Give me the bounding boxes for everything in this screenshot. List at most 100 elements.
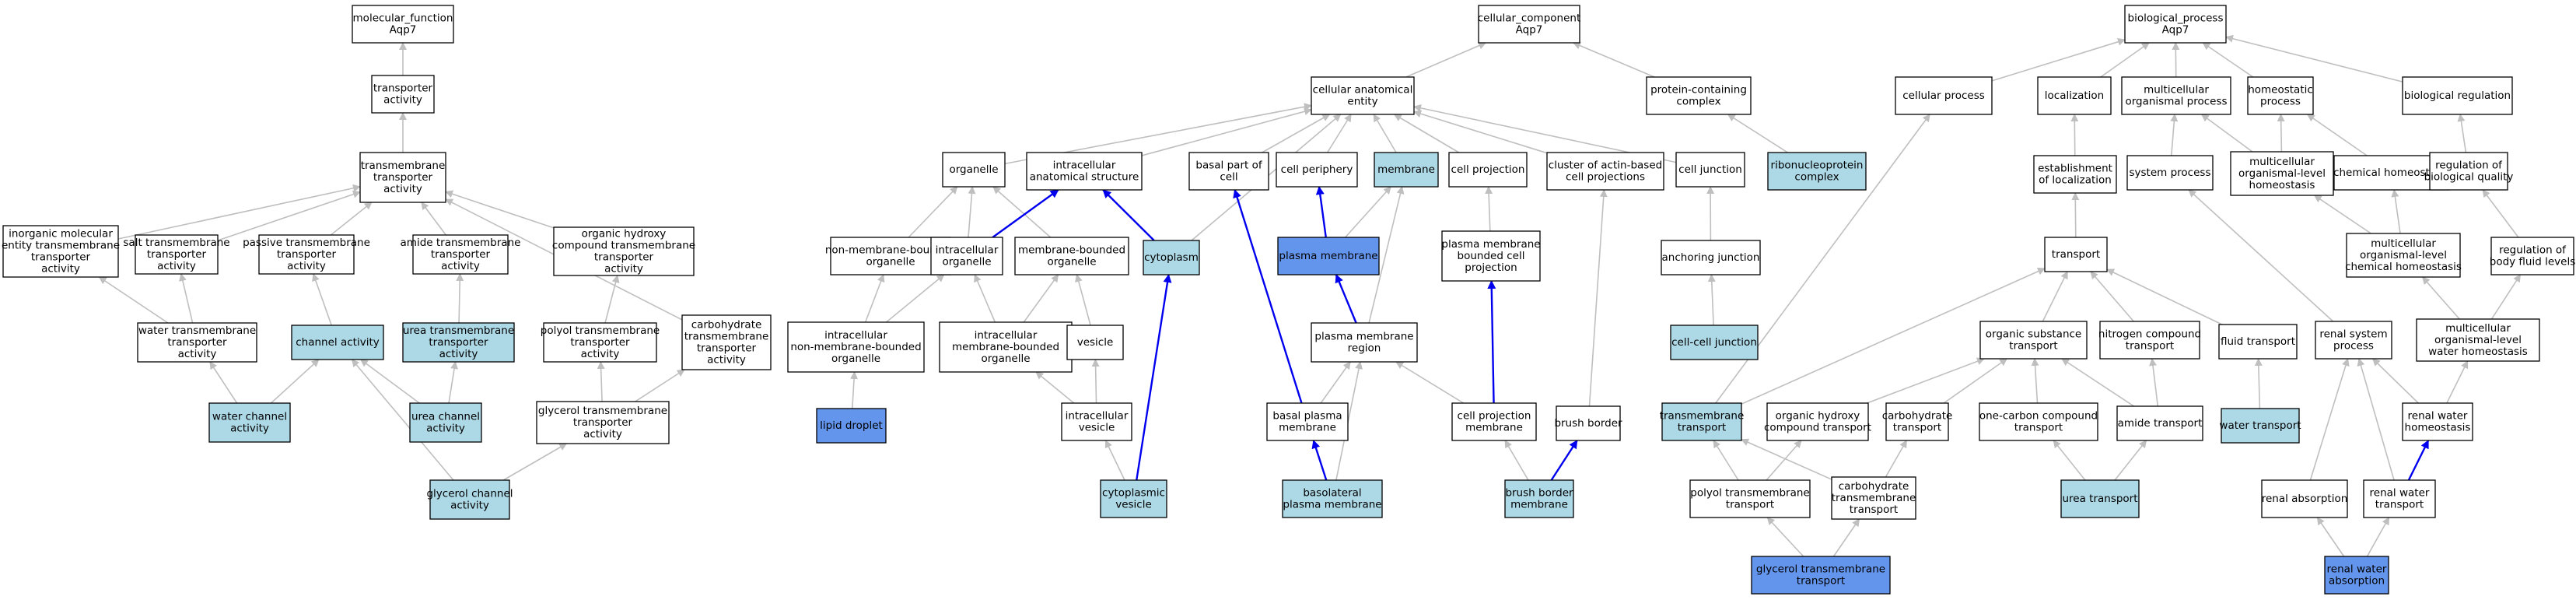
node-glyc_tm[interactable]: glycerol transmembranetransporteractivit… [536, 401, 670, 444]
node-ut[interactable]: urea transport [2060, 479, 2140, 518]
node-label: transport [1726, 499, 1774, 511]
node-sysproc[interactable]: system process [2126, 155, 2214, 191]
node-label: brush border [1554, 417, 1622, 430]
node-ccj[interactable]: cell-cell junction [1670, 325, 1759, 360]
node-vesicle[interactable]: vesicle [1066, 325, 1124, 360]
node-pm[interactable]: plasma membrane [1277, 237, 1380, 275]
node-amt[interactable]: amide transport [2116, 405, 2203, 441]
node-label: channel activity [296, 336, 379, 349]
node-carb_tm[interactable]: carbohydratetransmembranetransporteracti… [681, 314, 772, 370]
node-cproj[interactable]: cell projection [1448, 152, 1528, 188]
edge-gtt-to-ptt [1766, 517, 1804, 557]
node-cytoplasm[interactable]: cytoplasm [1143, 240, 1200, 275]
node-cperiph[interactable]: cell periphery [1276, 152, 1358, 188]
node-label: plasma membrane [1279, 250, 1377, 262]
node-ra[interactable]: renal absorption [2261, 479, 2348, 518]
node-breg[interactable]: biological regulation [2402, 76, 2513, 115]
node-loc[interactable]: localization [2037, 76, 2112, 115]
node-organelle[interactable]: organelle [942, 152, 1006, 188]
edge-cpm-to-pmbcp [1487, 280, 1496, 404]
node-box [1451, 402, 1537, 441]
node-membrane[interactable]: membrane [1374, 152, 1439, 188]
node-box [2363, 479, 2436, 518]
node-ft[interactable]: fluid transport [2218, 324, 2298, 360]
node-chan[interactable]: channel activity [291, 325, 384, 360]
node-label: water homeostasis [2428, 346, 2528, 358]
node-cellproc[interactable]: cellular process [1895, 76, 1993, 115]
edge-cperiph-to-cae [1326, 114, 1352, 153]
node-label: intracellular [1066, 410, 1129, 423]
node-label: process [2333, 340, 2374, 353]
node-label: organelle [981, 353, 1030, 365]
node-inmbo[interactable]: intracellularnon-membrane-boundedorganel… [787, 321, 925, 373]
edge-water_chan-to-chan [270, 359, 320, 404]
node-cjunc[interactable]: cell junction [1675, 152, 1745, 188]
node-label: cell projection [1451, 163, 1525, 176]
node-box [1311, 76, 1415, 115]
node-ajunc[interactable]: anchoring junction [1661, 240, 1761, 275]
node-label: nitrogen compound [2098, 328, 2201, 341]
node-wt[interactable]: water transport [2219, 408, 2301, 444]
node-lipid[interactable]: lipid droplet [816, 408, 887, 444]
node-label: protein-containing [1650, 84, 1747, 96]
node-transport[interactable]: transport [2044, 237, 2108, 272]
node-bb[interactable]: brush border [1554, 405, 1622, 441]
node-label: brush border [1505, 487, 1573, 500]
